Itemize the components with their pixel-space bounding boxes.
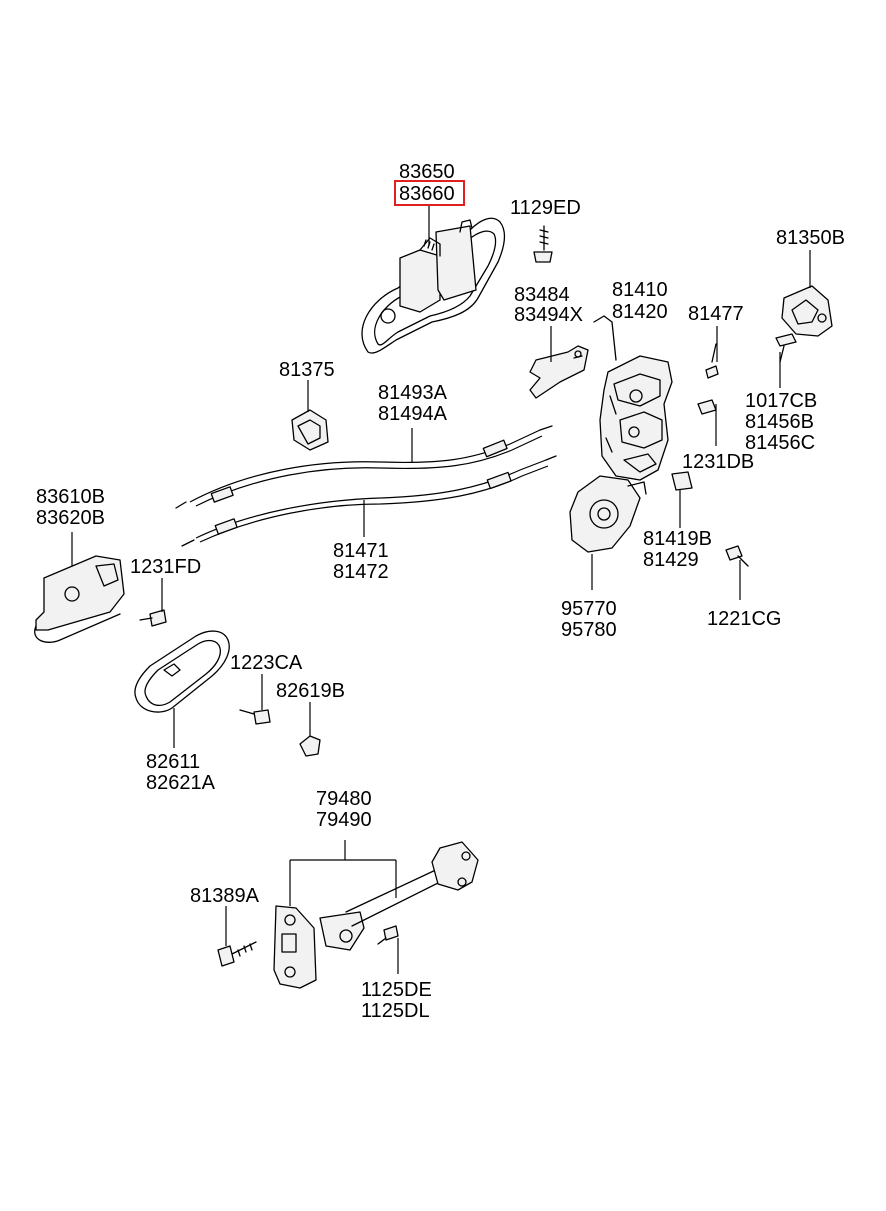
label-81420[interactable]: 81420 [612, 301, 668, 323]
door-checker[interactable] [273, 841, 479, 989]
label-81471[interactable]: 81471 [333, 540, 389, 562]
label-81410[interactable]: 81410 [612, 279, 668, 301]
label-1221cg[interactable]: 1221CG [707, 608, 782, 630]
screw-1223ca[interactable] [239, 709, 271, 725]
label-81429[interactable]: 81429 [643, 549, 699, 571]
label-81389a[interactable]: 81389A [190, 885, 260, 907]
label-81493a[interactable]: 81493A [378, 382, 448, 404]
bolt-81389a[interactable] [217, 941, 257, 967]
bracket-83484[interactable] [529, 345, 589, 399]
door-latch[interactable] [593, 315, 673, 481]
pad-81419b[interactable] [671, 471, 693, 491]
label-1231db[interactable]: 1231DB [682, 451, 754, 473]
label-81375[interactable]: 81375 [279, 359, 335, 381]
label-83484[interactable]: 83484 [514, 284, 570, 306]
inside-handle[interactable] [34, 555, 125, 643]
clip-81375[interactable] [291, 409, 329, 451]
label-83660[interactable]: 83660 [399, 183, 455, 205]
label-83610b[interactable]: 83610B [36, 486, 105, 508]
label-83650[interactable]: 83650 [399, 161, 455, 183]
label-1223ca[interactable]: 1223CA [230, 652, 303, 674]
highlight-box [394, 180, 465, 206]
outside-handle-part[interactable] [361, 217, 506, 354]
label-82621a[interactable]: 82621A [146, 772, 216, 794]
cap-82619b[interactable] [299, 735, 321, 757]
screw-1017cb[interactable] [775, 333, 797, 363]
label-79480[interactable]: 79480 [316, 788, 372, 810]
label-81456c[interactable]: 81456C [745, 432, 815, 454]
label-81494a[interactable]: 81494A [378, 403, 448, 425]
label-1231fd[interactable]: 1231FD [130, 556, 201, 578]
handle-bezel[interactable] [134, 630, 230, 713]
label-1125de[interactable]: 1125DE [361, 979, 432, 1001]
screw-1221cg[interactable] [725, 545, 749, 567]
label-82619b[interactable]: 82619B [276, 680, 345, 702]
label-95770[interactable]: 95770 [561, 598, 617, 620]
label-83494x[interactable]: 83494X [514, 304, 583, 326]
label-81350b[interactable]: 81350B [776, 227, 845, 249]
actuator-95770[interactable] [569, 475, 647, 553]
screw-81477[interactable] [705, 343, 719, 379]
label-95780[interactable]: 95780 [561, 619, 617, 641]
label-1017cb[interactable]: 1017CB [745, 390, 817, 412]
screw-1231fd[interactable] [139, 609, 167, 627]
label-81419b[interactable]: 81419B [643, 528, 712, 550]
label-82611[interactable]: 82611 [146, 751, 200, 773]
cable-81471[interactable] [181, 455, 557, 547]
cable-81493a[interactable] [175, 425, 553, 509]
label-83620b[interactable]: 83620B [36, 507, 105, 529]
screw-1125de[interactable] [377, 925, 399, 945]
screw-1231db[interactable] [697, 399, 717, 415]
label-1129ed[interactable]: 1129ED [510, 197, 581, 219]
label-81472[interactable]: 81472 [333, 561, 389, 583]
bracket-81350b[interactable] [781, 285, 833, 337]
label-79490[interactable]: 79490 [316, 809, 372, 831]
label-81477[interactable]: 81477 [688, 303, 744, 325]
screw-1129ed[interactable] [533, 225, 553, 263]
label-81456b[interactable]: 81456B [745, 411, 814, 433]
label-1125dl[interactable]: 1125DL [361, 1000, 430, 1022]
